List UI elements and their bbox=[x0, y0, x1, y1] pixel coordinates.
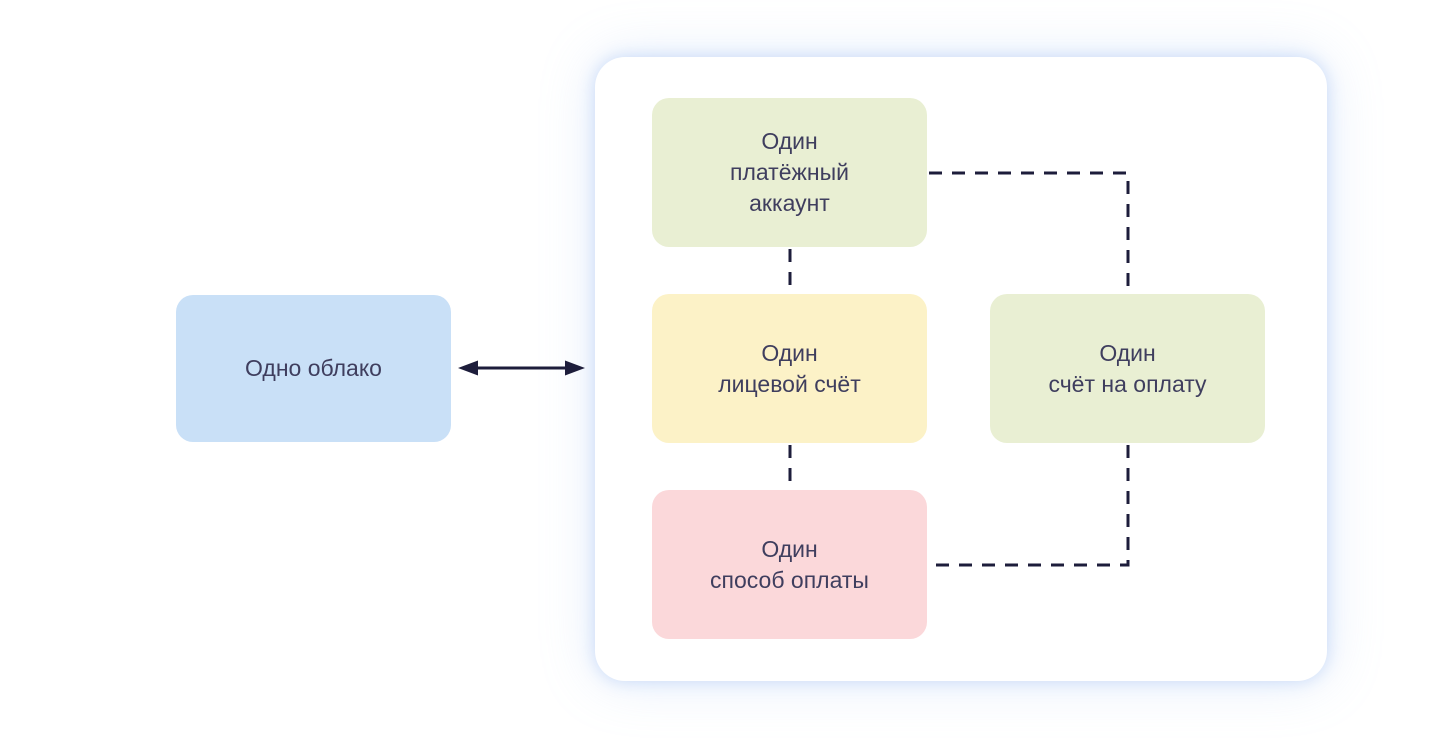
cloud-box-label: Одно облако bbox=[245, 355, 382, 381]
billing-account-label: Один платёжный аккаунт bbox=[730, 128, 849, 216]
personal-account-label: Один лицевой счёт bbox=[718, 339, 861, 397]
personal-account-box: Один лицевой счёт bbox=[652, 294, 927, 443]
billing-account-box: Один платёжный аккаунт bbox=[652, 98, 927, 247]
invoice-label: Один счёт на оплату bbox=[1048, 339, 1207, 397]
payment-method-label: Один способ оплаты bbox=[710, 535, 869, 593]
invoice-box: Один счёт на оплату bbox=[990, 294, 1265, 443]
payment-method-box: Один способ оплаты bbox=[652, 490, 927, 639]
cloud-box: Одно облако bbox=[176, 295, 451, 442]
bidirectional-arrow-icon bbox=[458, 360, 585, 376]
